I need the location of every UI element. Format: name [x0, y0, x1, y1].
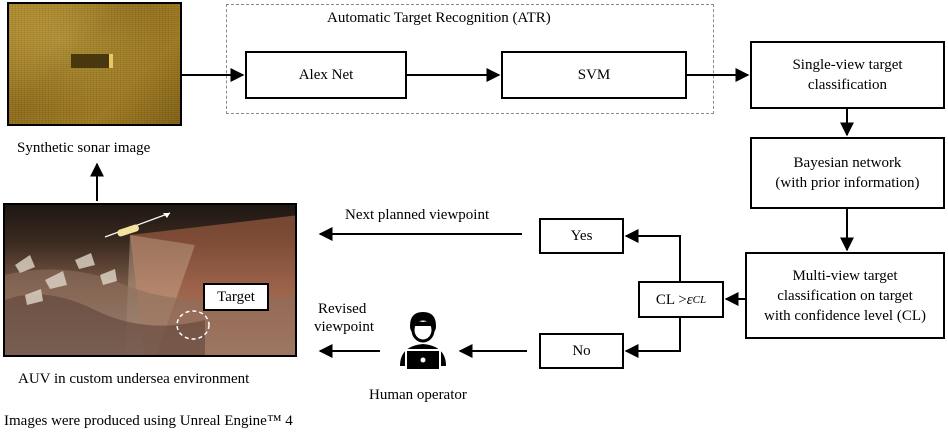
single-view-box: Single-view target classification — [750, 41, 945, 109]
revised-line2: viewpoint — [314, 319, 374, 335]
synthetic-sonar-image — [7, 2, 182, 126]
svm-box: SVM — [501, 51, 687, 99]
alexnet-label: Alex Net — [298, 67, 354, 83]
arrow-decision-to-yes — [624, 229, 681, 281]
auv-caption: AUV in custom undersea environment — [18, 371, 250, 387]
yes-label: Yes — [570, 228, 593, 244]
sonar-caption: Synthetic sonar image — [17, 140, 151, 156]
svm-label: SVM — [577, 67, 611, 83]
footer-note: Images were produced using Unreal Engine… — [4, 413, 293, 429]
revised-line1: Revised — [318, 301, 367, 317]
decision-prefix: CL > — [655, 291, 687, 308]
next-viewpoint-label: Next planned viewpoint — [345, 207, 490, 223]
no-box: No — [539, 333, 624, 369]
atr-group — [226, 4, 714, 114]
multiview-line2: classification on target — [777, 287, 913, 304]
multiview-line3: with confidence level (CL) — [763, 307, 927, 324]
human-operator-icon — [400, 312, 446, 371]
sonar-target-shadow — [71, 54, 113, 68]
multiview-box: Multi-view target classification on targ… — [745, 252, 945, 339]
arrow-decision-to-no — [624, 318, 681, 358]
bayesian-line2: (with prior information) — [775, 175, 920, 191]
epsilon-symbol: ε — [686, 291, 693, 308]
epsilon-subscript: CL — [692, 293, 707, 306]
bayesian-box: Bayesian network (with prior information… — [750, 137, 945, 209]
bayesian-line1: Bayesian network — [793, 155, 902, 171]
target-label-box: Target — [203, 283, 269, 311]
no-label: No — [572, 343, 591, 359]
single-view-line2: classification — [807, 77, 888, 93]
atr-title: Automatic Target Recognition (ATR) — [327, 10, 551, 26]
human-operator-label: Human operator — [369, 387, 467, 403]
multiview-line1: Multi-view target — [792, 267, 898, 284]
yes-box: Yes — [539, 218, 624, 254]
alexnet-box: Alex Net — [245, 51, 407, 99]
target-label: Target — [217, 288, 255, 305]
single-view-line1: Single-view target — [792, 57, 903, 73]
